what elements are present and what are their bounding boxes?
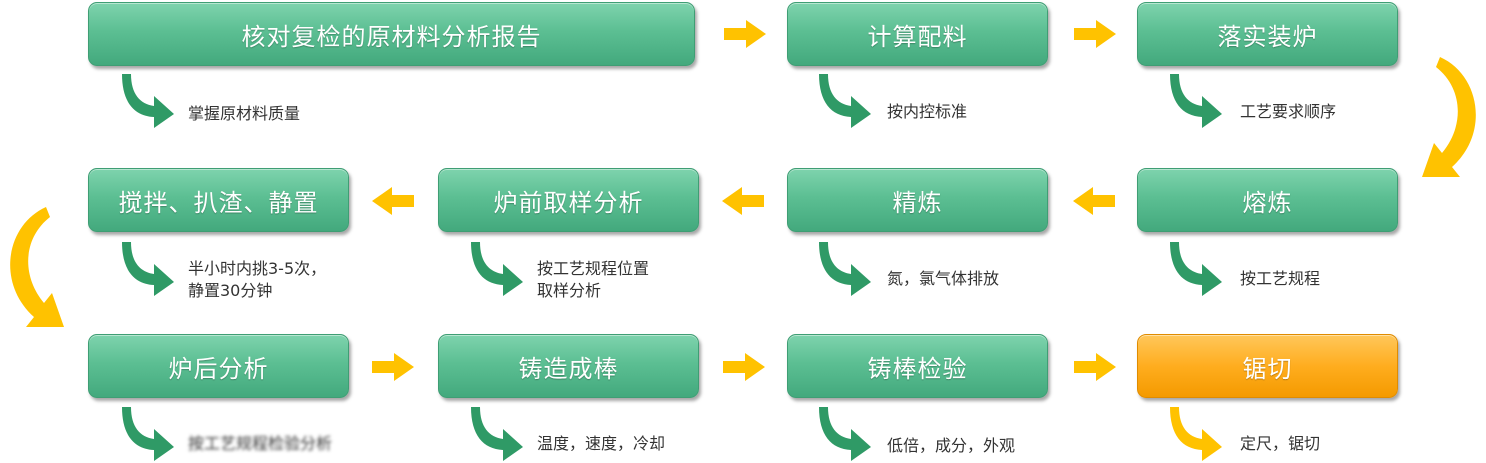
step-label: 熔炼 [1242,188,1293,217]
step-calculate-batching: 计算配料 [787,2,1048,66]
hook-arrow-icon [1170,242,1222,296]
step-label: 计算配料 [867,22,968,51]
step-label: 核对复检的原材料分析报告 [241,22,542,51]
step-furnace-sampling: 炉前取样分析 [438,168,699,232]
hook-arrow-icon [1170,74,1222,128]
note-line: 按工艺规程位置 [537,259,650,278]
curved-arrow-icon [1422,57,1476,177]
note-line: 工艺要求顺序 [1240,102,1337,121]
note-line: 掌握原材料质量 [188,104,301,123]
hook-arrow-icon [819,407,871,461]
yellow-block-arrow-icon [724,20,766,48]
note-calculate: 按内控标准 [887,101,967,123]
note-line: 温度，速度，冷却 [537,434,666,453]
step-post-furnace-analysis: 炉后分析 [88,334,349,398]
yellow-block-arrow-icon [372,187,414,215]
hook-arrow-icon [122,242,174,296]
note-line: 定尺，锯切 [1240,434,1321,453]
step-furnace-loading: 落实装炉 [1137,2,1398,66]
note-line: 静置30分钟 [188,281,273,300]
note-line: 半小时内挑3-5次， [188,259,327,278]
note-stir: 半小时内挑3-5次， 静置30分钟 [188,258,326,302]
hook-arrow-icon [122,74,174,128]
note-line: 按工艺规程 [1240,269,1321,288]
step-stir-skim-settle: 搅拌、扒渣、静置 [88,168,349,232]
hook-arrow-icon [819,242,871,296]
step-sawing: 锯切 [1137,334,1398,398]
step-rod-inspection: 铸棒检验 [787,334,1048,398]
step-label: 锯切 [1242,354,1293,383]
step-label: 铸造成棒 [518,354,619,383]
note-post-analysis: 按工艺规程检验分析 [188,433,332,455]
step-label: 落实装炉 [1217,22,1318,51]
hook-arrow-icon [471,242,523,296]
step-label: 炉后分析 [168,354,269,383]
hook-arrow-icon [1170,407,1222,461]
step-raw-material-report: 核对复检的原材料分析报告 [88,2,695,66]
yellow-block-arrow-icon [1074,20,1116,48]
step-label: 精炼 [892,188,943,217]
step-casting-rods: 铸造成棒 [438,334,699,398]
note-refining: 氮，氯气体排放 [887,268,999,290]
note-line: 氮，氯气体排放 [887,269,1000,288]
note-line: 按工艺规程检验分析 [188,434,333,453]
note-sampling: 按工艺规程位置 取样分析 [537,258,649,302]
yellow-block-arrow-icon [372,353,414,381]
yellow-block-arrow-icon [1073,187,1115,215]
hook-arrow-icon [471,407,523,461]
note-line: 低倍，成分，外观 [887,436,1016,455]
note-sawing: 定尺，锯切 [1240,433,1320,455]
note-casting: 温度，速度，冷却 [537,433,665,455]
step-melting: 熔炼 [1137,168,1398,232]
note-melting: 按工艺规程 [1240,268,1320,290]
note-line: 按内控标准 [887,102,968,121]
yellow-block-arrow-icon [722,187,764,215]
yellow-block-arrow-icon [723,353,765,381]
step-label: 炉前取样分析 [493,188,644,217]
note-inspection: 低倍，成分，外观 [887,435,1015,457]
yellow-block-arrow-icon [1074,353,1116,381]
note-line: 取样分析 [537,281,602,300]
step-refining: 精炼 [787,168,1048,232]
hook-arrow-icon [122,407,174,461]
step-label: 搅拌、扒渣、静置 [118,188,319,217]
step-label: 铸棒检验 [867,354,968,383]
curved-arrow-icon [10,207,64,327]
hook-arrow-icon [819,74,871,128]
note-raw-material: 掌握原材料质量 [188,103,300,125]
note-loading: 工艺要求顺序 [1240,101,1336,123]
